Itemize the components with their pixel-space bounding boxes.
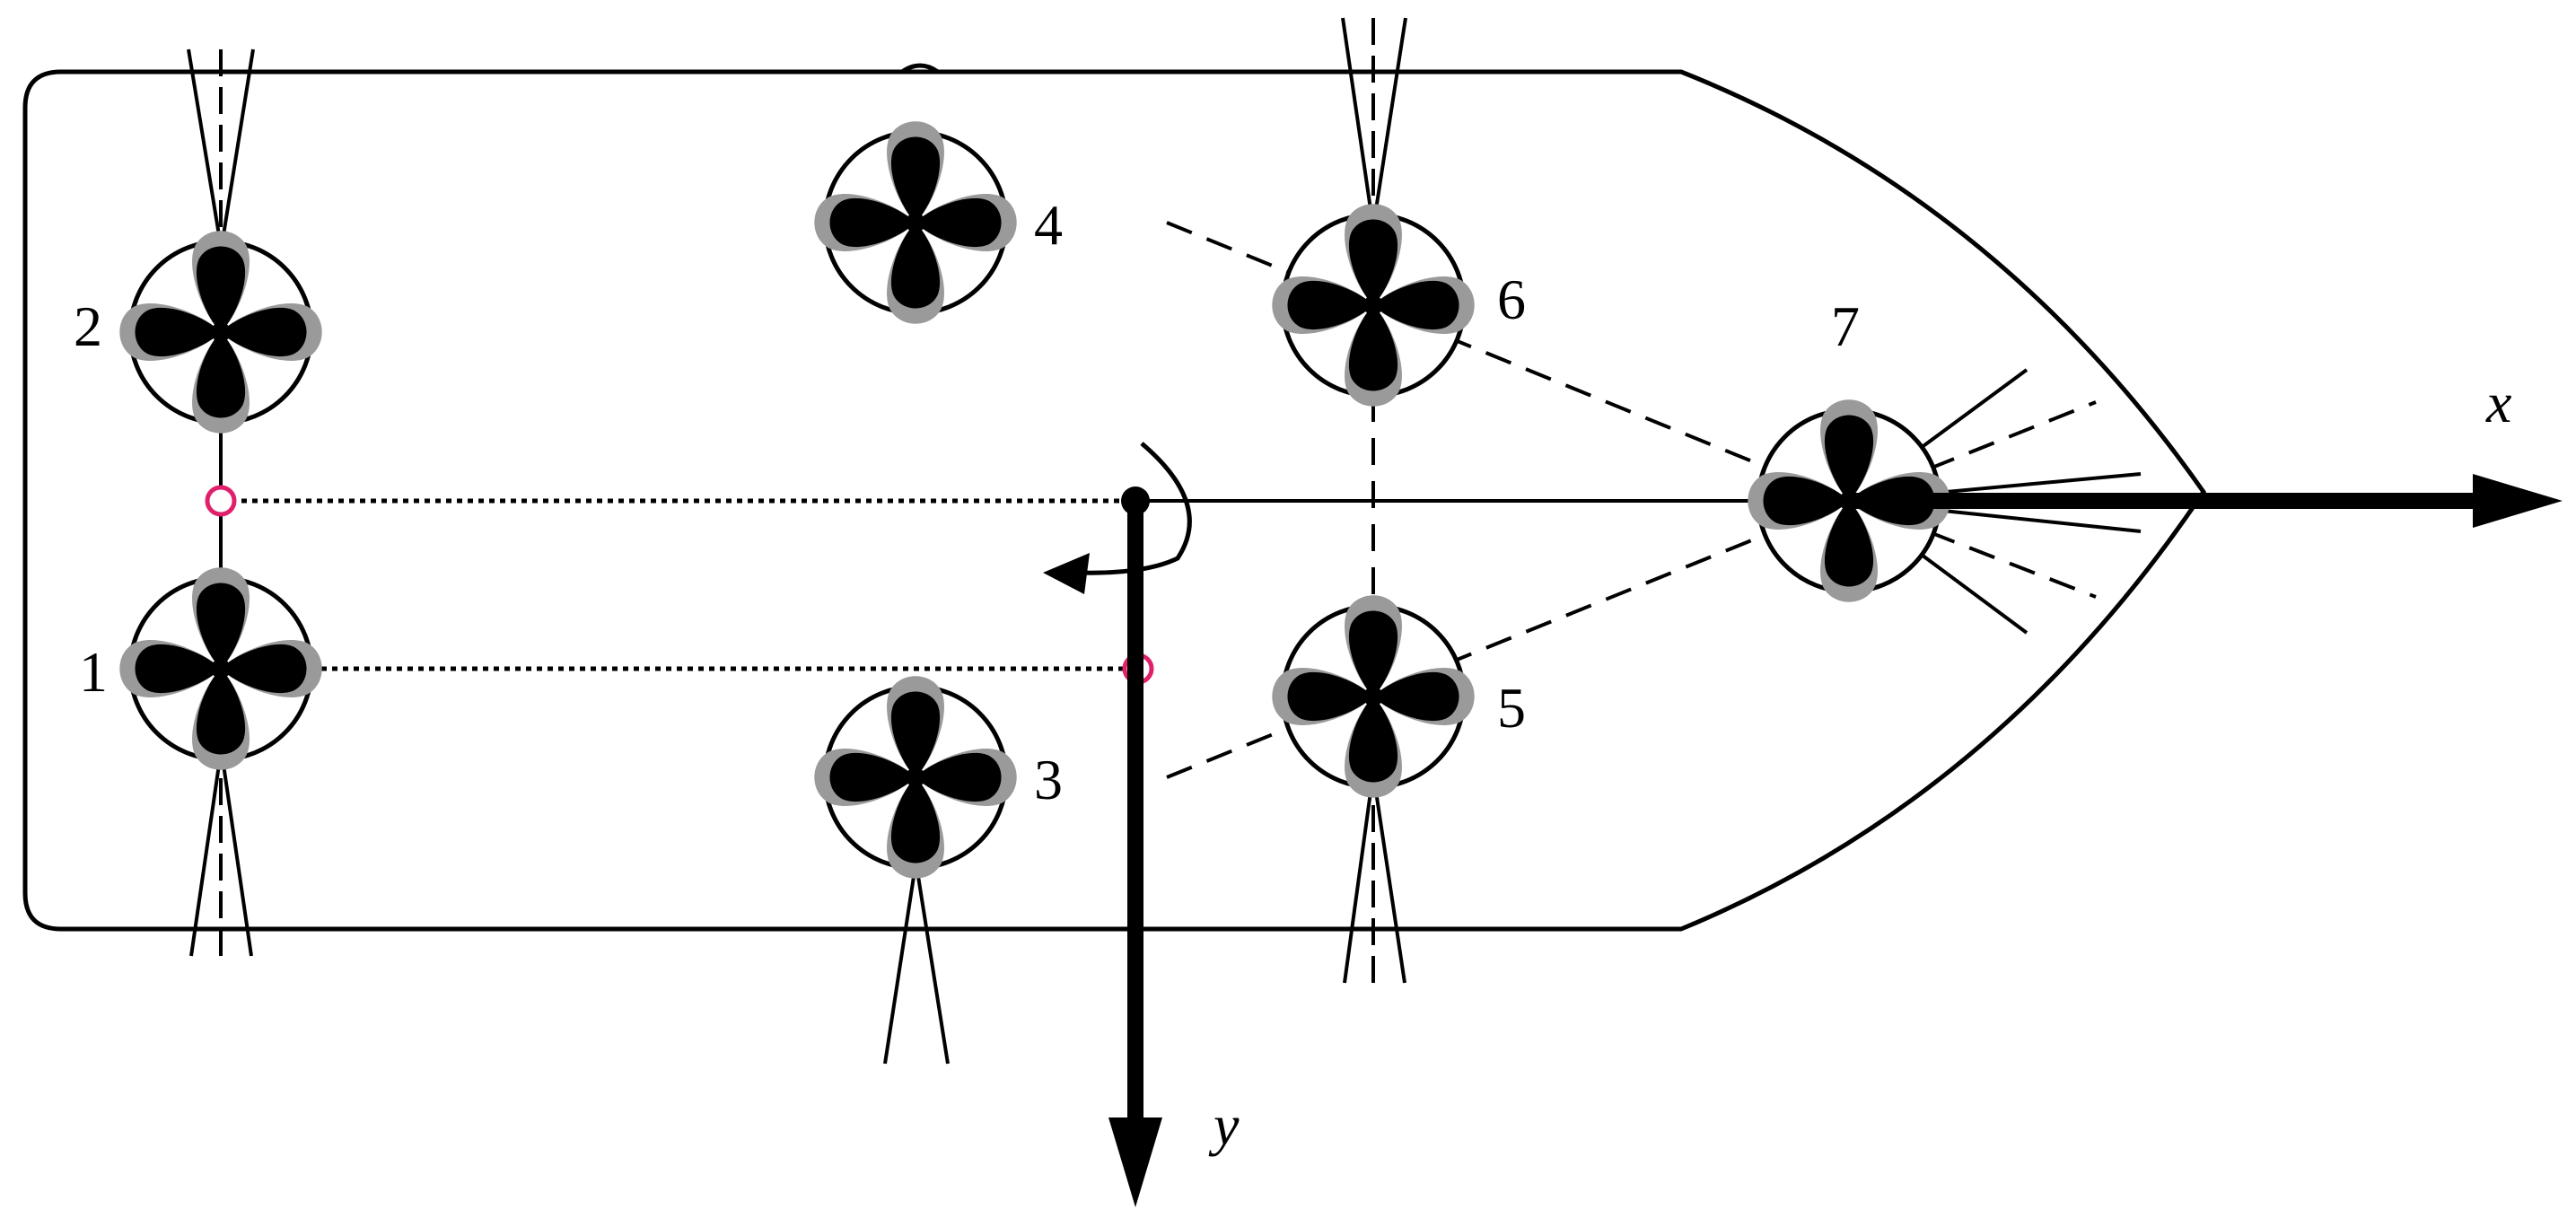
thruster-3-propeller-icon: [814, 676, 1016, 878]
thruster-3-sector: [883, 870, 950, 1065]
thruster-2-propeller-icon: [119, 231, 321, 433]
y-axis-arrowhead: [1108, 1117, 1162, 1207]
dashed-line-5-7: [1166, 499, 1850, 779]
thruster-4-propeller-icon: [814, 121, 1016, 323]
dashed-line-6-7: [1166, 221, 1850, 503]
thruster-label-2: 2: [74, 294, 102, 358]
thruster-label-3: 3: [1034, 748, 1063, 811]
hull-outline: [22, 69, 2207, 932]
thruster-label-7: 7: [1831, 294, 1860, 358]
thruster-6-sector: [1341, 17, 1407, 216]
thruster-6-propeller-icon: [1272, 204, 1474, 406]
thruster-label-5: 5: [1497, 676, 1526, 740]
origin-point: [1121, 486, 1150, 515]
x-axis-arrowhead: [2473, 474, 2563, 528]
y-axis-label: y: [1208, 1093, 1240, 1157]
thruster-5-propeller-icon: [1272, 595, 1474, 797]
thruster-1-sector: [189, 758, 253, 957]
thruster-label-4: 4: [1034, 193, 1063, 257]
thruster-5-sector: [1343, 784, 1406, 984]
reference-marker-1: [205, 485, 237, 517]
hull-notch: [900, 63, 940, 74]
rotation-arrow: [1076, 442, 1192, 575]
thruster-label-1: 1: [79, 640, 108, 704]
thruster-1-propeller-icon: [119, 567, 321, 769]
rotation-arrowhead: [1043, 553, 1090, 594]
thruster-label-6: 6: [1497, 267, 1526, 331]
x-axis-label: x: [2485, 371, 2511, 434]
